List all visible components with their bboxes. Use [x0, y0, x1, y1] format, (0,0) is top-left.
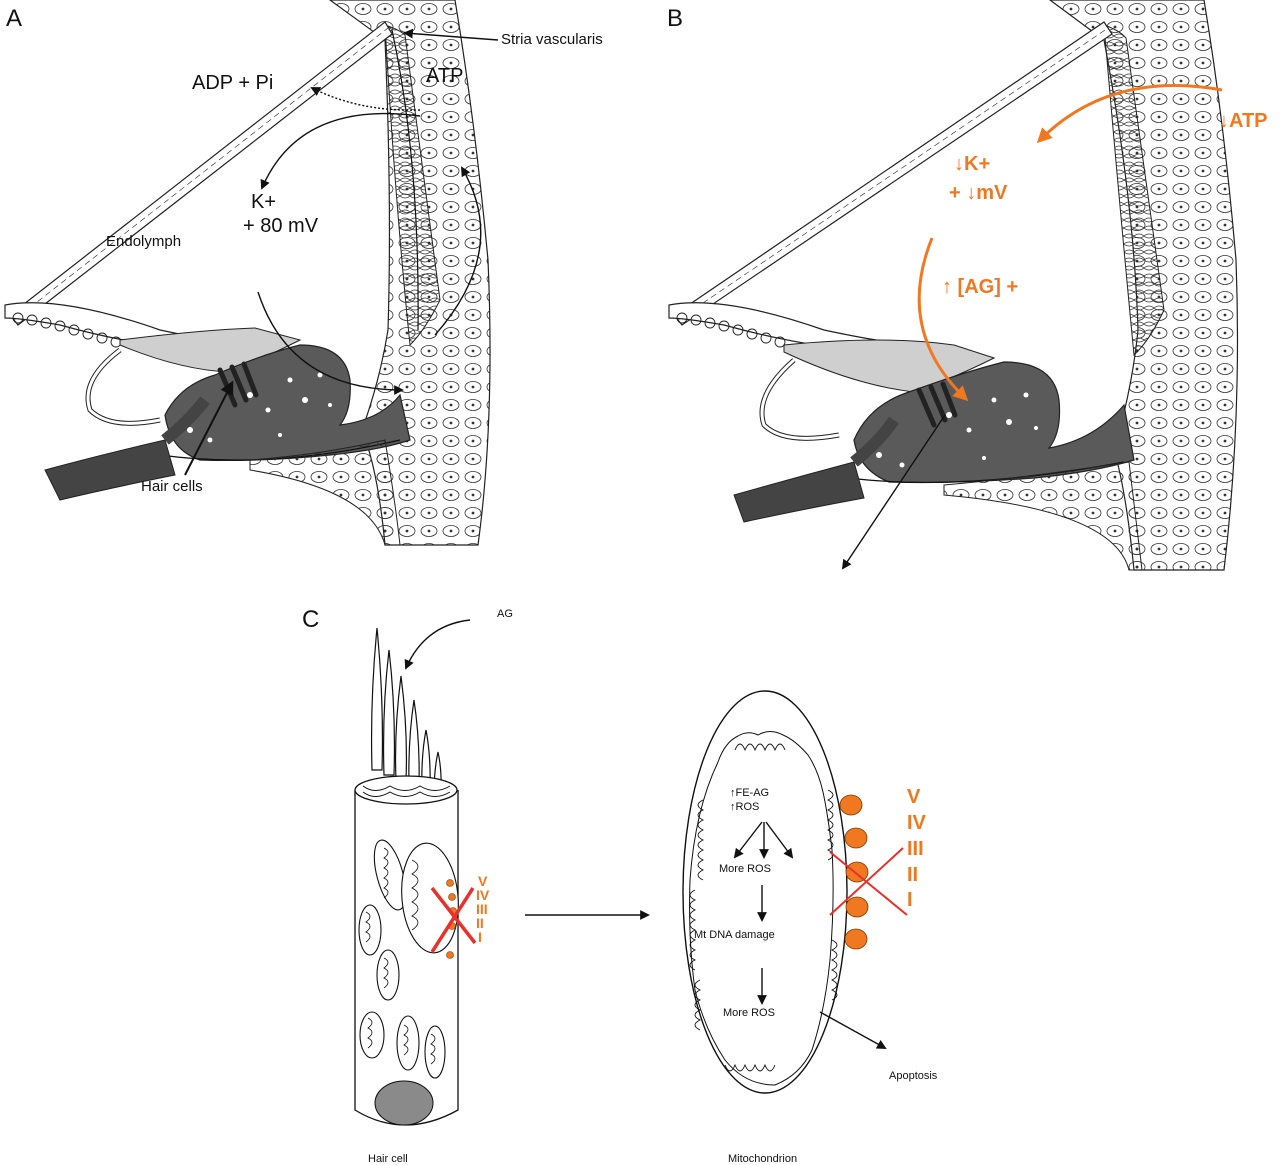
- panel-b-label: B: [667, 5, 683, 32]
- mitochondrion: [682, 690, 908, 1094]
- small-complex-iii-label: III: [476, 901, 488, 917]
- atp-decrease-label: ↓ATP: [1219, 110, 1268, 132]
- stria-vascularis: [384, 24, 441, 347]
- small-complex-i-label: I: [478, 929, 482, 945]
- mitochondrion-label: Mitochondrion: [728, 1153, 797, 1165]
- complex-i-label: I: [907, 889, 913, 911]
- complex-ii-label: II: [907, 864, 918, 886]
- fe-ag-label: ↑FE-AG: [730, 787, 769, 799]
- small-complex-v-label: V: [478, 873, 488, 889]
- adp-label: ADP + Pi: [192, 72, 273, 94]
- atp-decrease-arrow: [1036, 84, 1223, 144]
- stria-pointer: [403, 28, 499, 41]
- complex-iv-label: IV: [907, 812, 927, 834]
- ag-increase-label: ↑ [AG] +: [942, 276, 1018, 298]
- apoptosis-label: Apoptosis: [889, 1070, 938, 1082]
- panel-c-label: C: [302, 606, 319, 633]
- recycling-arrow: [434, 166, 482, 336]
- ag-entry-arrow: [917, 237, 969, 402]
- mv-decrease-label: + ↓mV: [949, 182, 1008, 204]
- complex-v-label: V: [907, 786, 921, 808]
- endolymph-label: Endolymph: [106, 233, 181, 250]
- panel-b: B: [667, 0, 1268, 571]
- panel-b-to-c-arrow: [841, 414, 946, 570]
- stria-vascularis-label: Stria vascularis: [501, 31, 603, 48]
- complex-iii-label: III: [907, 838, 924, 860]
- more-ros-2-label: More ROS: [723, 1007, 775, 1019]
- hair-cells-label: Hair cells: [141, 478, 203, 495]
- reissner-membrane: [9, 21, 393, 326]
- mv-label: + 80 mV: [243, 215, 319, 237]
- more-ros-1-label: More ROS: [719, 863, 771, 875]
- atp-label: ATP: [426, 65, 463, 87]
- ag-label: AG: [497, 608, 513, 620]
- hair-cell-label: Hair cell: [368, 1153, 408, 1165]
- endolymph-to-corti-arrow: [257, 291, 404, 395]
- k-arrow: [260, 112, 421, 190]
- panel-a-label: A: [6, 5, 22, 32]
- ros-label: ↑ROS: [730, 801, 759, 813]
- small-complex-ii-label: II: [476, 915, 484, 931]
- panel-a: A: [4, 0, 603, 546]
- mt-dna-damage-label: Mt DNA damage: [694, 929, 775, 941]
- hair-cell: [354, 619, 477, 1126]
- small-complex-iv-label: IV: [476, 887, 490, 903]
- hair-cells-pointer: [184, 380, 234, 476]
- auditory-nerve: [44, 439, 176, 501]
- k-decrease-label: ↓K+: [954, 153, 990, 175]
- k-label: K+: [251, 191, 276, 213]
- adp-arrow: [310, 87, 421, 111]
- panel-c: C: [302, 606, 938, 1165]
